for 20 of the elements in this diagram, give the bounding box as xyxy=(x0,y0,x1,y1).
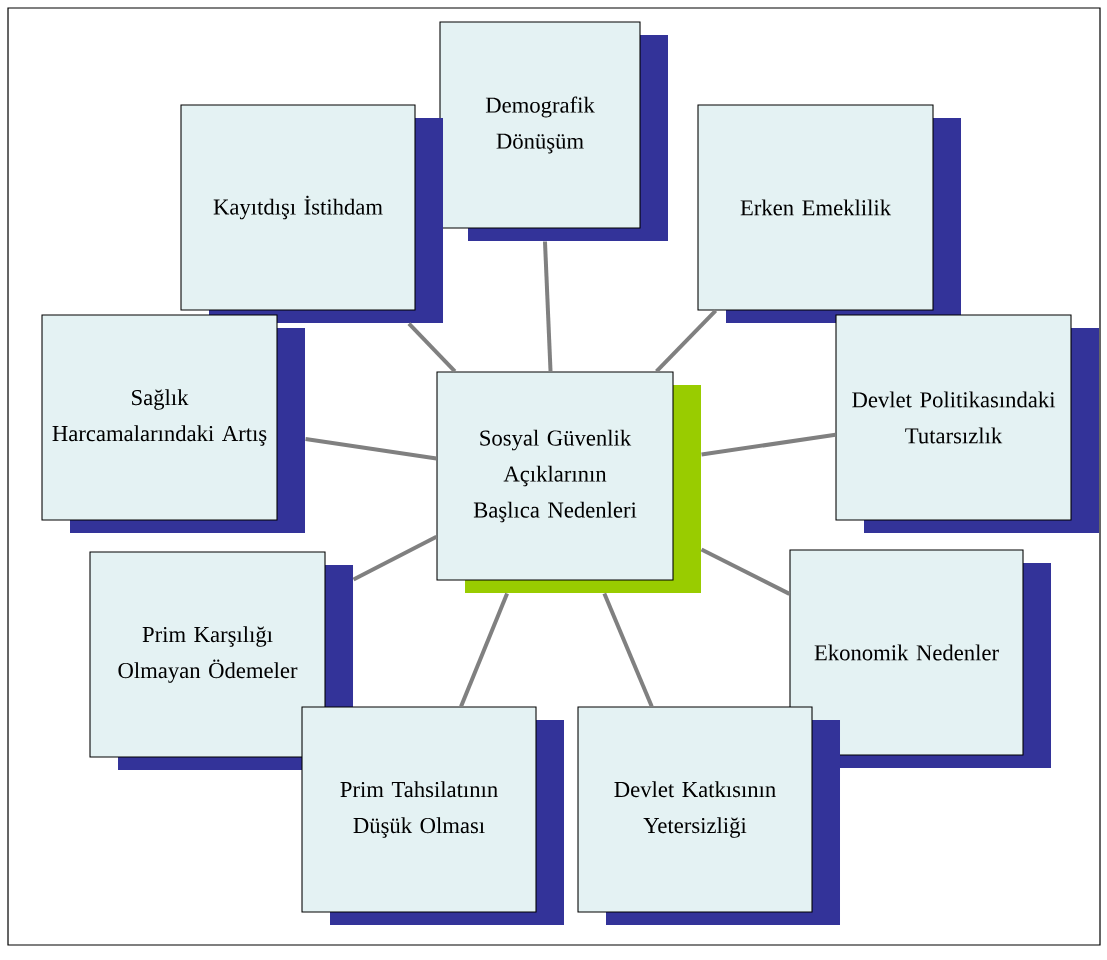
connector-line xyxy=(459,592,509,708)
text-box: Prim Tahsilatının Düşük Olması xyxy=(301,706,564,925)
text-box: Sağlık Harcamalarındaki Artış xyxy=(41,314,305,533)
node-label: Demografik Dönüşüm xyxy=(485,96,595,154)
text-box: Devlet Katkısının Yetersizliği xyxy=(577,706,840,925)
connector-line xyxy=(407,322,457,373)
connector-line xyxy=(701,432,836,457)
connector-line xyxy=(655,309,718,373)
text-box: Demografik Dönüşüm xyxy=(439,21,668,241)
connector-line xyxy=(305,437,437,461)
connector-line xyxy=(542,241,553,372)
text-box: Kayıtdışı İstihdam xyxy=(180,104,443,323)
text-box: Sosyal Güvenlik Açıklarının Başlıca Nedenleri xyxy=(436,371,701,593)
text-box: Devlet Politikasındaki Tutarsızlık xyxy=(835,314,1099,533)
text-box: Prim Karşılığı Olmayan Ödemeler xyxy=(89,551,353,770)
connector-line xyxy=(700,547,791,596)
connector-line xyxy=(602,592,654,708)
text-box: Ekonomik Nedenler xyxy=(789,549,1051,768)
connector-line xyxy=(352,535,438,582)
text-box: Erken Emeklilik xyxy=(697,104,961,323)
